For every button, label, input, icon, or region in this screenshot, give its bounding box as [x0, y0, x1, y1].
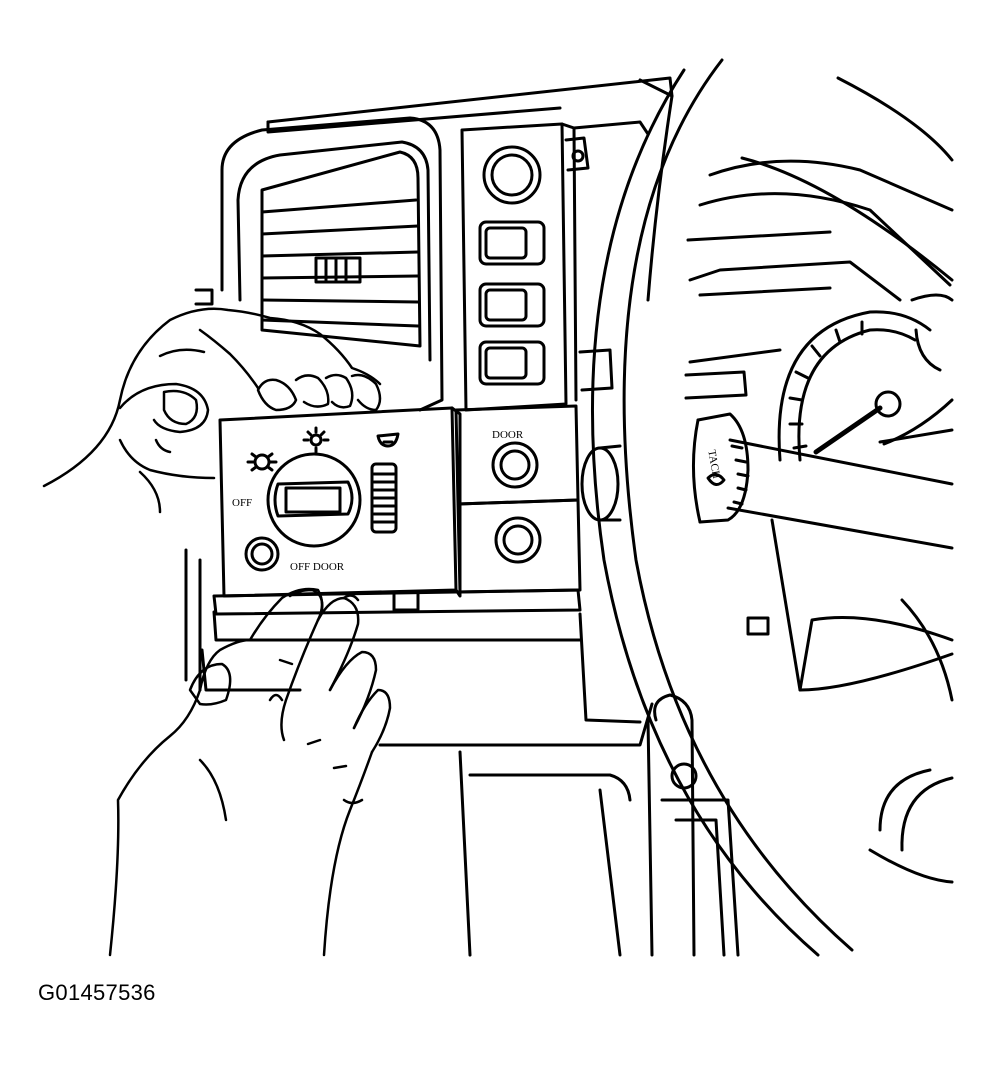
figure-id: G01457536 [38, 980, 156, 1005]
vent-adjuster-knob [316, 258, 360, 282]
door-label: DOOR [492, 429, 524, 441]
steering-wheel [592, 60, 952, 955]
rocker-switch-1 [480, 222, 544, 264]
air-vent [196, 118, 442, 410]
round-switch-lower [496, 518, 540, 562]
round-switch-upper [484, 147, 540, 203]
lower-dashboard [186, 550, 768, 955]
parking-lamp-icon [248, 454, 276, 470]
round-switch-door [493, 443, 537, 487]
fog-lamp-button [246, 538, 278, 570]
lower-hand [110, 589, 390, 955]
gauge-label: TACH [705, 449, 722, 480]
headlamp-rotary-knob [268, 454, 360, 546]
dimmer-switch-panel: DOOR [456, 406, 620, 592]
tachometer-gauge [779, 295, 952, 460]
gauge-needle-hub [876, 392, 900, 416]
off-door-label: OFF DOOR [290, 561, 345, 573]
headlamp-icon [304, 428, 328, 452]
retaining-tab [394, 592, 418, 610]
rocker-switch-2 [480, 284, 544, 326]
right-trim [640, 80, 952, 700]
switch-column [462, 124, 588, 410]
rocker-switch-3 [480, 342, 544, 384]
upper-hand [44, 309, 380, 512]
dimmer-thumbwheel [372, 464, 396, 532]
off-label: OFF [232, 497, 252, 509]
headlamp-switch: OFF OFF DOOR [220, 408, 460, 610]
stalk-knob: TACH [693, 414, 748, 522]
dome-lamp-icon [378, 434, 398, 446]
instrument-cluster-hood [580, 161, 952, 398]
